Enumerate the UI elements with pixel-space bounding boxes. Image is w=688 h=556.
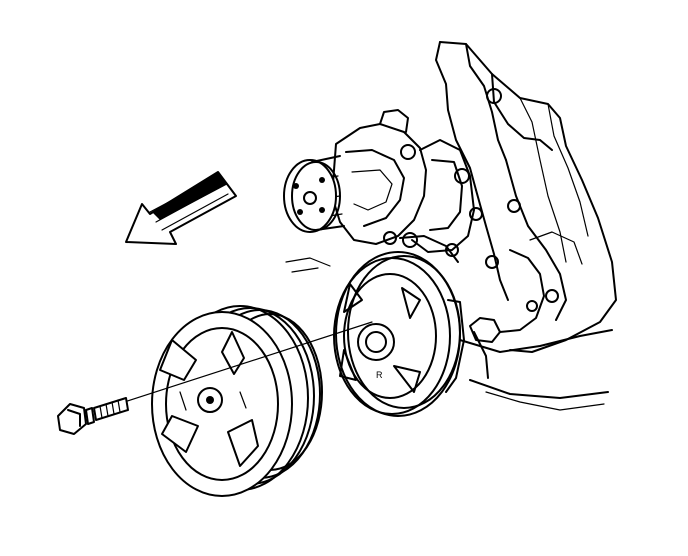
pulley-bolt (57, 397, 129, 435)
svg-text:R: R (376, 370, 383, 380)
water-pump (311, 109, 483, 263)
direction-arrow (125, 171, 237, 245)
engine-block (435, 41, 617, 411)
crankshaft-hub: R (333, 251, 465, 417)
crankshaft-balancer-pulley (151, 305, 323, 497)
alignment-line (117, 321, 373, 405)
water-pump-pulley (283, 155, 345, 273)
